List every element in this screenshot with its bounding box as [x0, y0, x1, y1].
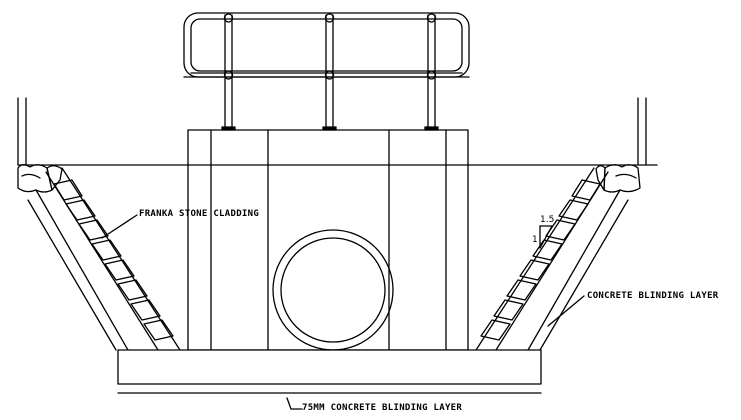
pipe [272, 229, 394, 351]
cladding-label: FRANKA STONE CLADDING [139, 209, 260, 219]
right-coping-stones [595, 164, 641, 193]
handrail [183, 12, 470, 131]
headwall [187, 129, 469, 351]
leaders [101, 214, 585, 410]
left-wall [17, 97, 27, 166]
concrete-blinding-base-label: 75MM CONCRETE BLINDING LAYER [302, 403, 463, 413]
base-slab [117, 349, 542, 394]
concrete-blinding-side-label: CONCRETE BLINDING LAYER [587, 291, 719, 301]
left-coping-stones [17, 164, 63, 193]
slope-horizontal-value: 1.5 [540, 215, 555, 225]
slope-indicator [539, 225, 553, 249]
slope-vertical-value: 1 [532, 235, 538, 245]
right-wall [637, 97, 647, 166]
right-slope-cladding [475, 167, 629, 351]
left-slope-cladding [27, 167, 181, 351]
